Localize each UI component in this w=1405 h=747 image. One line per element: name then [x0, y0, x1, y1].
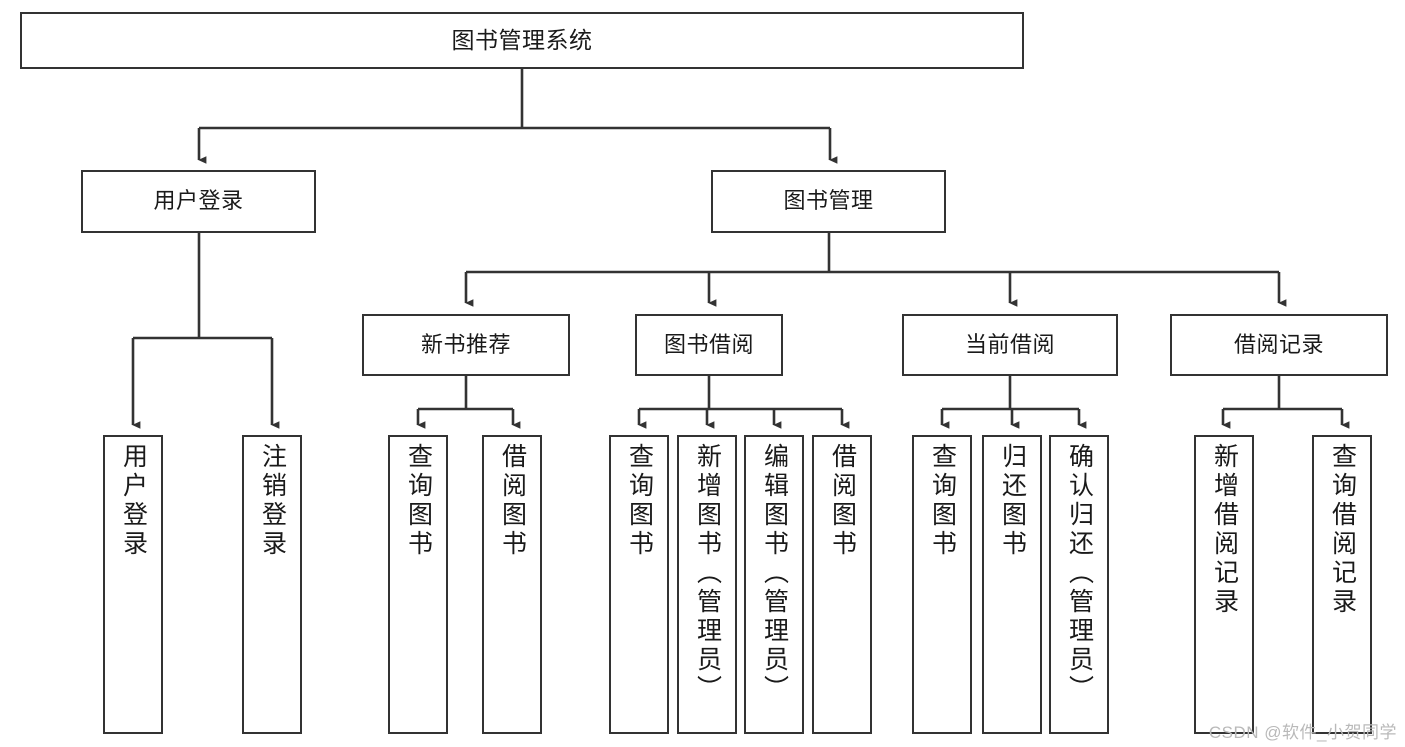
- leaf-new-book-borrow[interactable]: 借阅图书: [482, 435, 542, 734]
- node-label: 当前借阅: [964, 331, 1055, 357]
- leaf-book-borrow-edit[interactable]: 编辑图书（管理员）: [744, 435, 804, 734]
- node-label: 图书管理系统: [451, 26, 593, 53]
- node-label: 编辑图书（管理员）: [760, 443, 789, 704]
- node-label: 新增图书（管理员）: [693, 443, 722, 704]
- node-label: 新书推荐: [420, 331, 511, 357]
- leaf-book-borrow-add[interactable]: 新增图书（管理员）: [677, 435, 737, 734]
- leaf-user-login-login[interactable]: 用户登录: [103, 435, 163, 734]
- node-new-book-recommend[interactable]: 新书推荐: [362, 314, 570, 376]
- node-label: 注销登录: [258, 443, 287, 559]
- node-label: 归还图书: [998, 443, 1027, 559]
- node-current-borrow[interactable]: 当前借阅: [902, 314, 1118, 376]
- node-label: 用户登录: [153, 188, 244, 214]
- node-label: 用户登录: [119, 443, 148, 559]
- leaf-current-borrow-confirm-return[interactable]: 确认归还（管理员）: [1049, 435, 1109, 734]
- node-label: 新增借阅记录: [1210, 443, 1239, 617]
- node-book-borrow[interactable]: 图书借阅: [635, 314, 783, 376]
- leaf-borrow-record-add[interactable]: 新增借阅记录: [1194, 435, 1254, 734]
- node-label: 图书管理: [783, 188, 874, 214]
- node-root-system[interactable]: 图书管理系统: [20, 12, 1024, 69]
- node-label: 借阅图书: [828, 443, 857, 559]
- node-label: 确认归还（管理员）: [1065, 443, 1094, 704]
- leaf-current-borrow-return[interactable]: 归还图书: [982, 435, 1042, 734]
- leaf-book-borrow-query[interactable]: 查询图书: [609, 435, 669, 734]
- node-label: 查询图书: [928, 443, 957, 559]
- node-label: 查询图书: [625, 443, 654, 559]
- node-label: 查询借阅记录: [1328, 443, 1357, 617]
- node-label: 图书借阅: [663, 331, 754, 357]
- node-book-management[interactable]: 图书管理: [711, 170, 946, 233]
- leaf-book-borrow-borrow[interactable]: 借阅图书: [812, 435, 872, 734]
- node-label: 查询图书: [404, 443, 433, 559]
- node-user-login[interactable]: 用户登录: [81, 170, 316, 233]
- node-label: 借阅图书: [498, 443, 527, 559]
- leaf-current-borrow-query[interactable]: 查询图书: [912, 435, 972, 734]
- node-label: 借阅记录: [1233, 331, 1324, 357]
- node-borrow-record[interactable]: 借阅记录: [1170, 314, 1388, 376]
- leaf-new-book-query[interactable]: 查询图书: [388, 435, 448, 734]
- leaf-user-login-logout[interactable]: 注销登录: [242, 435, 302, 734]
- leaf-borrow-record-query[interactable]: 查询借阅记录: [1312, 435, 1372, 734]
